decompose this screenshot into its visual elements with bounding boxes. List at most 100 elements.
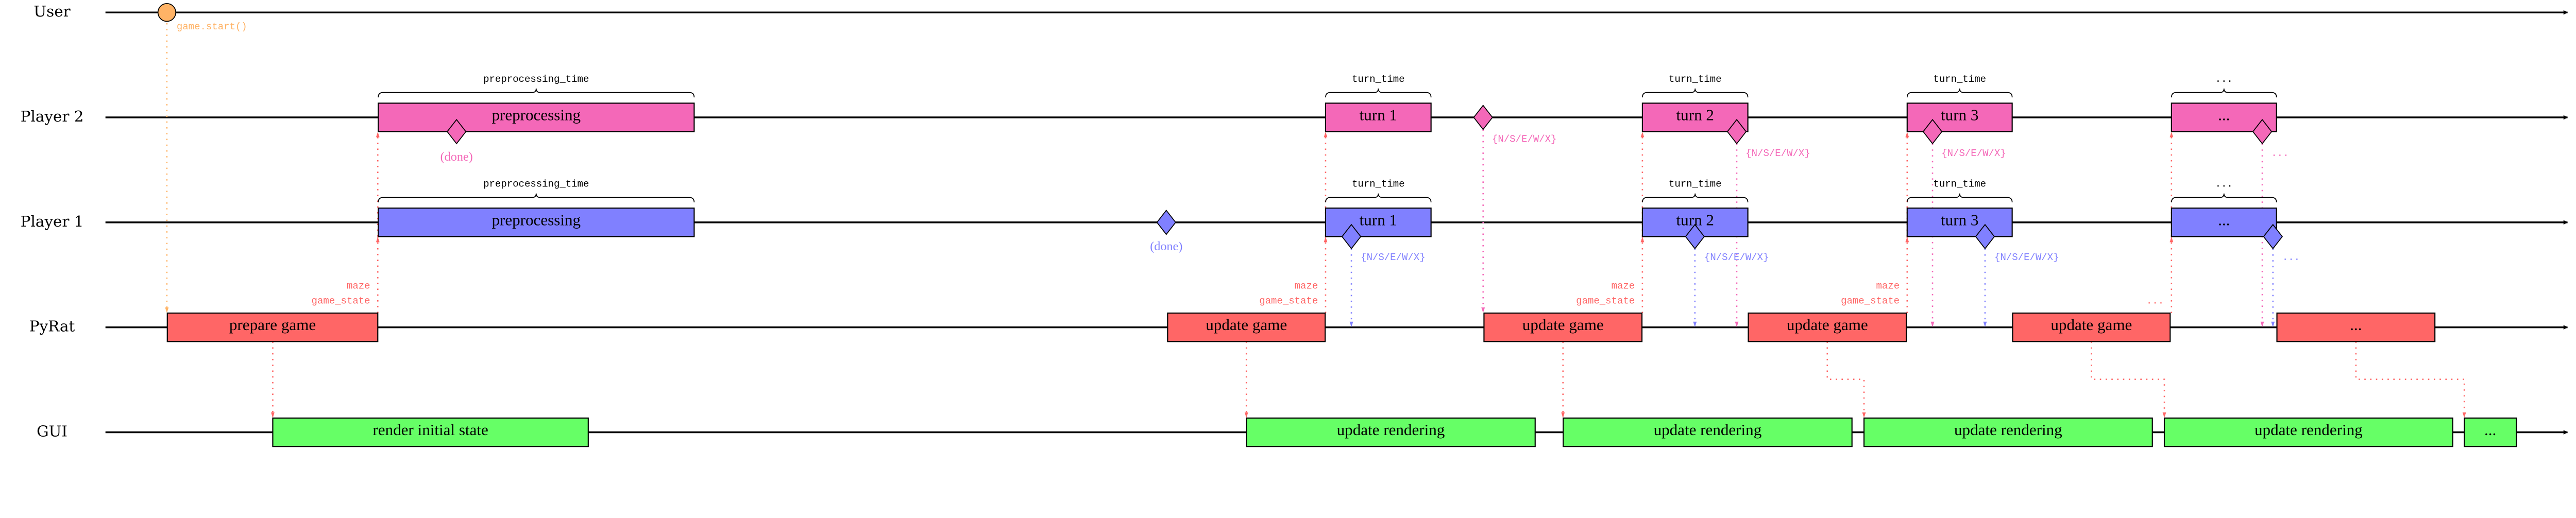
player1-turn-box-1-label: turn 1 <box>1360 211 1397 229</box>
update-rendering-box-2 <box>1563 417 1853 447</box>
update-game-box-4 <box>2012 312 2171 342</box>
sent-maze-label: maze <box>1295 280 1318 291</box>
sent-game-state-label: game_state <box>1576 296 1635 307</box>
player2-turn-time-brace-label: ... <box>2215 74 2233 85</box>
lane-label-pyrat: PyRat <box>29 318 75 335</box>
update-game-box-1-label: update game <box>1206 316 1287 334</box>
update-rendering-box-4 <box>2163 417 2453 447</box>
update-game-box-3-label: update game <box>1787 316 1868 334</box>
player1-preprocessing-box <box>378 208 695 237</box>
player2-preprocessing-box <box>378 102 695 132</box>
update-rendering-box-5 <box>2464 417 2517 447</box>
game-start-call: game.start() <box>177 21 247 32</box>
player1-move-label: {N/S/E/W/X} <box>1994 252 2059 263</box>
player1-turn-time-brace-label: turn_time <box>1933 179 1986 190</box>
player2-turn-time-brace <box>1642 88 1749 98</box>
player1-move-diamond-icon <box>1685 223 1705 250</box>
player1-done-label: (done) <box>1150 239 1182 253</box>
player2-turn-box-3-label: turn 3 <box>1941 106 1978 124</box>
player2-preprocessing-time-brace-label: preprocessing_time <box>483 74 589 85</box>
update-rendering-box-2-label: update rendering <box>1654 421 1762 439</box>
update-rendering-box-4-label: update rendering <box>2255 421 2363 439</box>
player1-turn-time-brace <box>1642 193 1749 203</box>
player1-preprocessing-time-brace <box>378 193 695 203</box>
player2-turn-time-brace <box>1906 88 2013 98</box>
player2-done-diamond-icon <box>446 118 467 145</box>
player2-turn-box-1-label: turn 1 <box>1360 106 1397 124</box>
player1-move-label: ... <box>2282 252 2300 263</box>
player1-move-diamond-icon <box>2263 223 2283 250</box>
prepare-game-box-label: prepare game <box>229 316 316 334</box>
sent-game-state-label: game_state <box>1259 296 1318 307</box>
player2-turn-box-1 <box>1325 102 1432 132</box>
player2-turn-time-brace-label: turn_time <box>1933 74 1986 85</box>
update-game-box-5-label: ... <box>2350 316 2362 334</box>
render-initial-state-box-label: render initial state <box>372 421 488 439</box>
game-start-event-icon <box>157 3 177 22</box>
player1-turn-time-brace <box>1325 193 1432 203</box>
player1-turn-time-brace <box>1906 193 2013 203</box>
lane-label-player1: Player 1 <box>21 213 84 230</box>
sent-maze-label: maze <box>1612 280 1635 291</box>
lane-label-gui: GUI <box>37 423 67 440</box>
prepare-game-box <box>166 312 379 342</box>
player2-move-label: {N/S/E/W/X} <box>1492 133 1556 145</box>
player2-turn-box-2 <box>1641 102 1749 132</box>
player1-preprocessing-box-label: preprocessing <box>492 211 581 229</box>
player2-move-label: {N/S/E/W/X} <box>1745 148 1810 159</box>
player2-turn-box-3 <box>1906 102 2013 132</box>
player1-turn-time-brace <box>2171 193 2277 203</box>
player1-move-diamond-icon <box>1975 223 1995 250</box>
player2-move-diamond-icon <box>1922 118 1943 145</box>
update-to-render-arrow-3 <box>1826 341 1866 418</box>
player1-preprocessing-time-brace-label: preprocessing_time <box>483 179 589 190</box>
player1-turn-box-4 <box>2171 208 2277 237</box>
player2-done-label: (done) <box>440 150 473 164</box>
player1-turn-time-brace-label: ... <box>2215 179 2233 190</box>
update-rendering-box-1 <box>1246 417 1536 447</box>
update-game-box-4-label: update game <box>2050 316 2132 334</box>
player2-move-diamond-icon <box>2252 118 2273 145</box>
render-initial-state-box <box>272 417 589 447</box>
events-layer: game.start() (done) (done) maze game_state ma… <box>157 3 2300 307</box>
update-rendering-box-3-label: update rendering <box>1954 421 2062 439</box>
sent-maze-label: maze <box>347 280 370 291</box>
player1-move-label: {N/S/E/W/X} <box>1704 252 1769 263</box>
sent-more-label: ... <box>2146 296 2164 307</box>
player1-move-diamond-icon <box>1341 223 1362 250</box>
update-rendering-box-1-label: update rendering <box>1337 421 1445 439</box>
update-game-box-2 <box>1483 312 1643 342</box>
update-rendering-box-3 <box>1863 417 2153 447</box>
player1-move-label: {N/S/E/W/X} <box>1361 252 1425 263</box>
sent-maze-label: maze <box>1876 280 1900 291</box>
player2-turn-time-brace <box>1325 88 1432 98</box>
player2-turn-box-2-label: turn 2 <box>1676 106 1714 124</box>
player1-turn-box-4-label: ... <box>2218 211 2230 229</box>
player2-turn-time-brace-label: turn_time <box>1352 74 1405 85</box>
player2-turn-box-4-label: ... <box>2218 106 2230 124</box>
player2-move-diamond-icon <box>1726 118 1747 145</box>
player2-move-label: {N/S/E/W/X} <box>1941 148 2006 159</box>
update-game-box-1 <box>1167 312 1326 342</box>
player2-turn-time-brace-label: turn_time <box>1669 74 1722 85</box>
sent-game-state-label: game_state <box>1841 296 1900 307</box>
player1-turn-box-3 <box>1906 208 2013 237</box>
player2-preprocessing-time-brace <box>378 88 695 98</box>
boxes-layer: prepare game render initial state preproce… <box>166 74 2517 447</box>
player2-turn-box-4 <box>2171 102 2277 132</box>
player1-turn-box-1 <box>1325 208 1432 237</box>
update-game-box-2-label: update game <box>1522 316 1604 334</box>
update-to-render-arrow-4 <box>2091 341 2166 418</box>
player2-move-label: ... <box>2271 148 2289 159</box>
player1-done-diamond-icon <box>1156 210 1176 235</box>
update-game-box-3 <box>1748 312 1907 342</box>
player1-turn-box-3-label: turn 3 <box>1941 211 1978 229</box>
player1-turn-time-brace-label: turn_time <box>1669 179 1722 190</box>
player2-turn-time-brace <box>2171 88 2277 98</box>
player1-turn-time-brace-label: turn_time <box>1352 179 1405 190</box>
arrows-layer <box>165 23 2466 418</box>
player2-preprocessing-box-label: preprocessing <box>492 106 581 124</box>
update-rendering-box-5-label: ... <box>2484 421 2496 439</box>
update-game-box-5 <box>2276 312 2436 342</box>
